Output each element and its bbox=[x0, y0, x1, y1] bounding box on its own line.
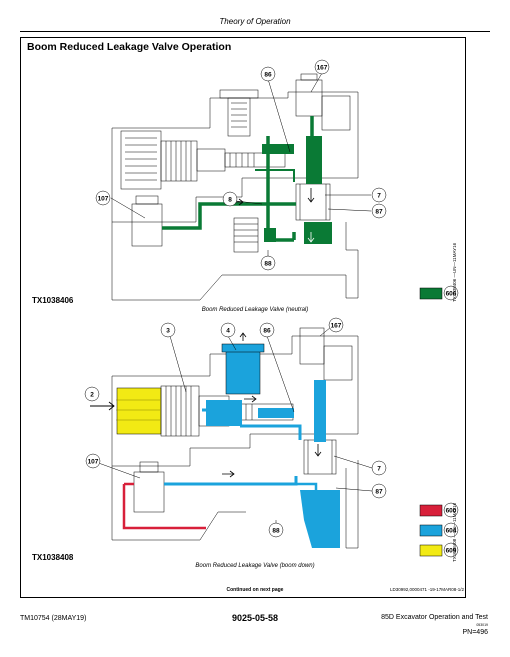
callout-167: 167 bbox=[331, 323, 342, 330]
legend-600: 600 bbox=[446, 508, 457, 515]
callout-86: 86 bbox=[263, 328, 271, 335]
callout-8: 8 bbox=[228, 197, 232, 204]
callout-167: 167 bbox=[317, 65, 328, 72]
callout-7: 7 bbox=[377, 193, 381, 200]
legend-609: 609 bbox=[446, 548, 457, 555]
callout-3: 3 bbox=[166, 328, 170, 335]
legend-606: 606 bbox=[446, 291, 457, 298]
section-title: Boom Reduced Leakage Valve Operation bbox=[27, 41, 232, 53]
pn-number: PN=496 bbox=[462, 629, 489, 636]
callout-107: 107 bbox=[88, 459, 99, 466]
figure-id-neutral: TX1038406 bbox=[32, 296, 74, 305]
header-rule bbox=[20, 31, 490, 32]
callout-87: 87 bbox=[375, 489, 383, 496]
caption-neutral: Boom Reduced Leakage Valve (neutral) bbox=[201, 307, 309, 313]
callout-107: 107 bbox=[98, 196, 109, 203]
callout-2: 2 bbox=[90, 392, 94, 399]
legend-604: 604 bbox=[446, 528, 457, 535]
caption-boom-down: Boom Reduced Leakage Valve (boom down) bbox=[195, 563, 315, 569]
callout-86: 86 bbox=[264, 72, 272, 79]
callout-4: 4 bbox=[226, 328, 230, 335]
running-header: Theory of Operation bbox=[219, 17, 291, 26]
diagram-neutral: 86 167 107 8 7 87 88 606 bbox=[95, 59, 459, 301]
callout-88: 88 bbox=[264, 261, 272, 268]
doc-reference: LD30992,0000471 -19-17MAR08-1/2 bbox=[389, 587, 464, 592]
page-number: 9025-05-58 bbox=[231, 613, 279, 623]
side-id-neutral: TX1038406 —UN—11MAY16 bbox=[452, 242, 457, 302]
small-code: 053019 bbox=[476, 623, 488, 627]
callout-7: 7 bbox=[377, 466, 381, 473]
figure-id-boom-down: TX1038408 bbox=[32, 553, 74, 562]
content-frame bbox=[20, 37, 466, 598]
callout-88: 88 bbox=[272, 528, 280, 535]
manual-number: TM10754 (28MAY19) bbox=[20, 615, 87, 622]
side-id-boom-down: TX1038408 —UN—11MAY16 bbox=[452, 502, 457, 562]
diagram-boom-down: 3 4 86 167 2 107 7 87 88 600 604 609 bbox=[84, 317, 459, 558]
callout-87: 87 bbox=[375, 209, 383, 216]
continued-note: Continued on next page bbox=[226, 587, 284, 593]
manual-title: 85D Excavator Operation and Test bbox=[381, 614, 488, 621]
